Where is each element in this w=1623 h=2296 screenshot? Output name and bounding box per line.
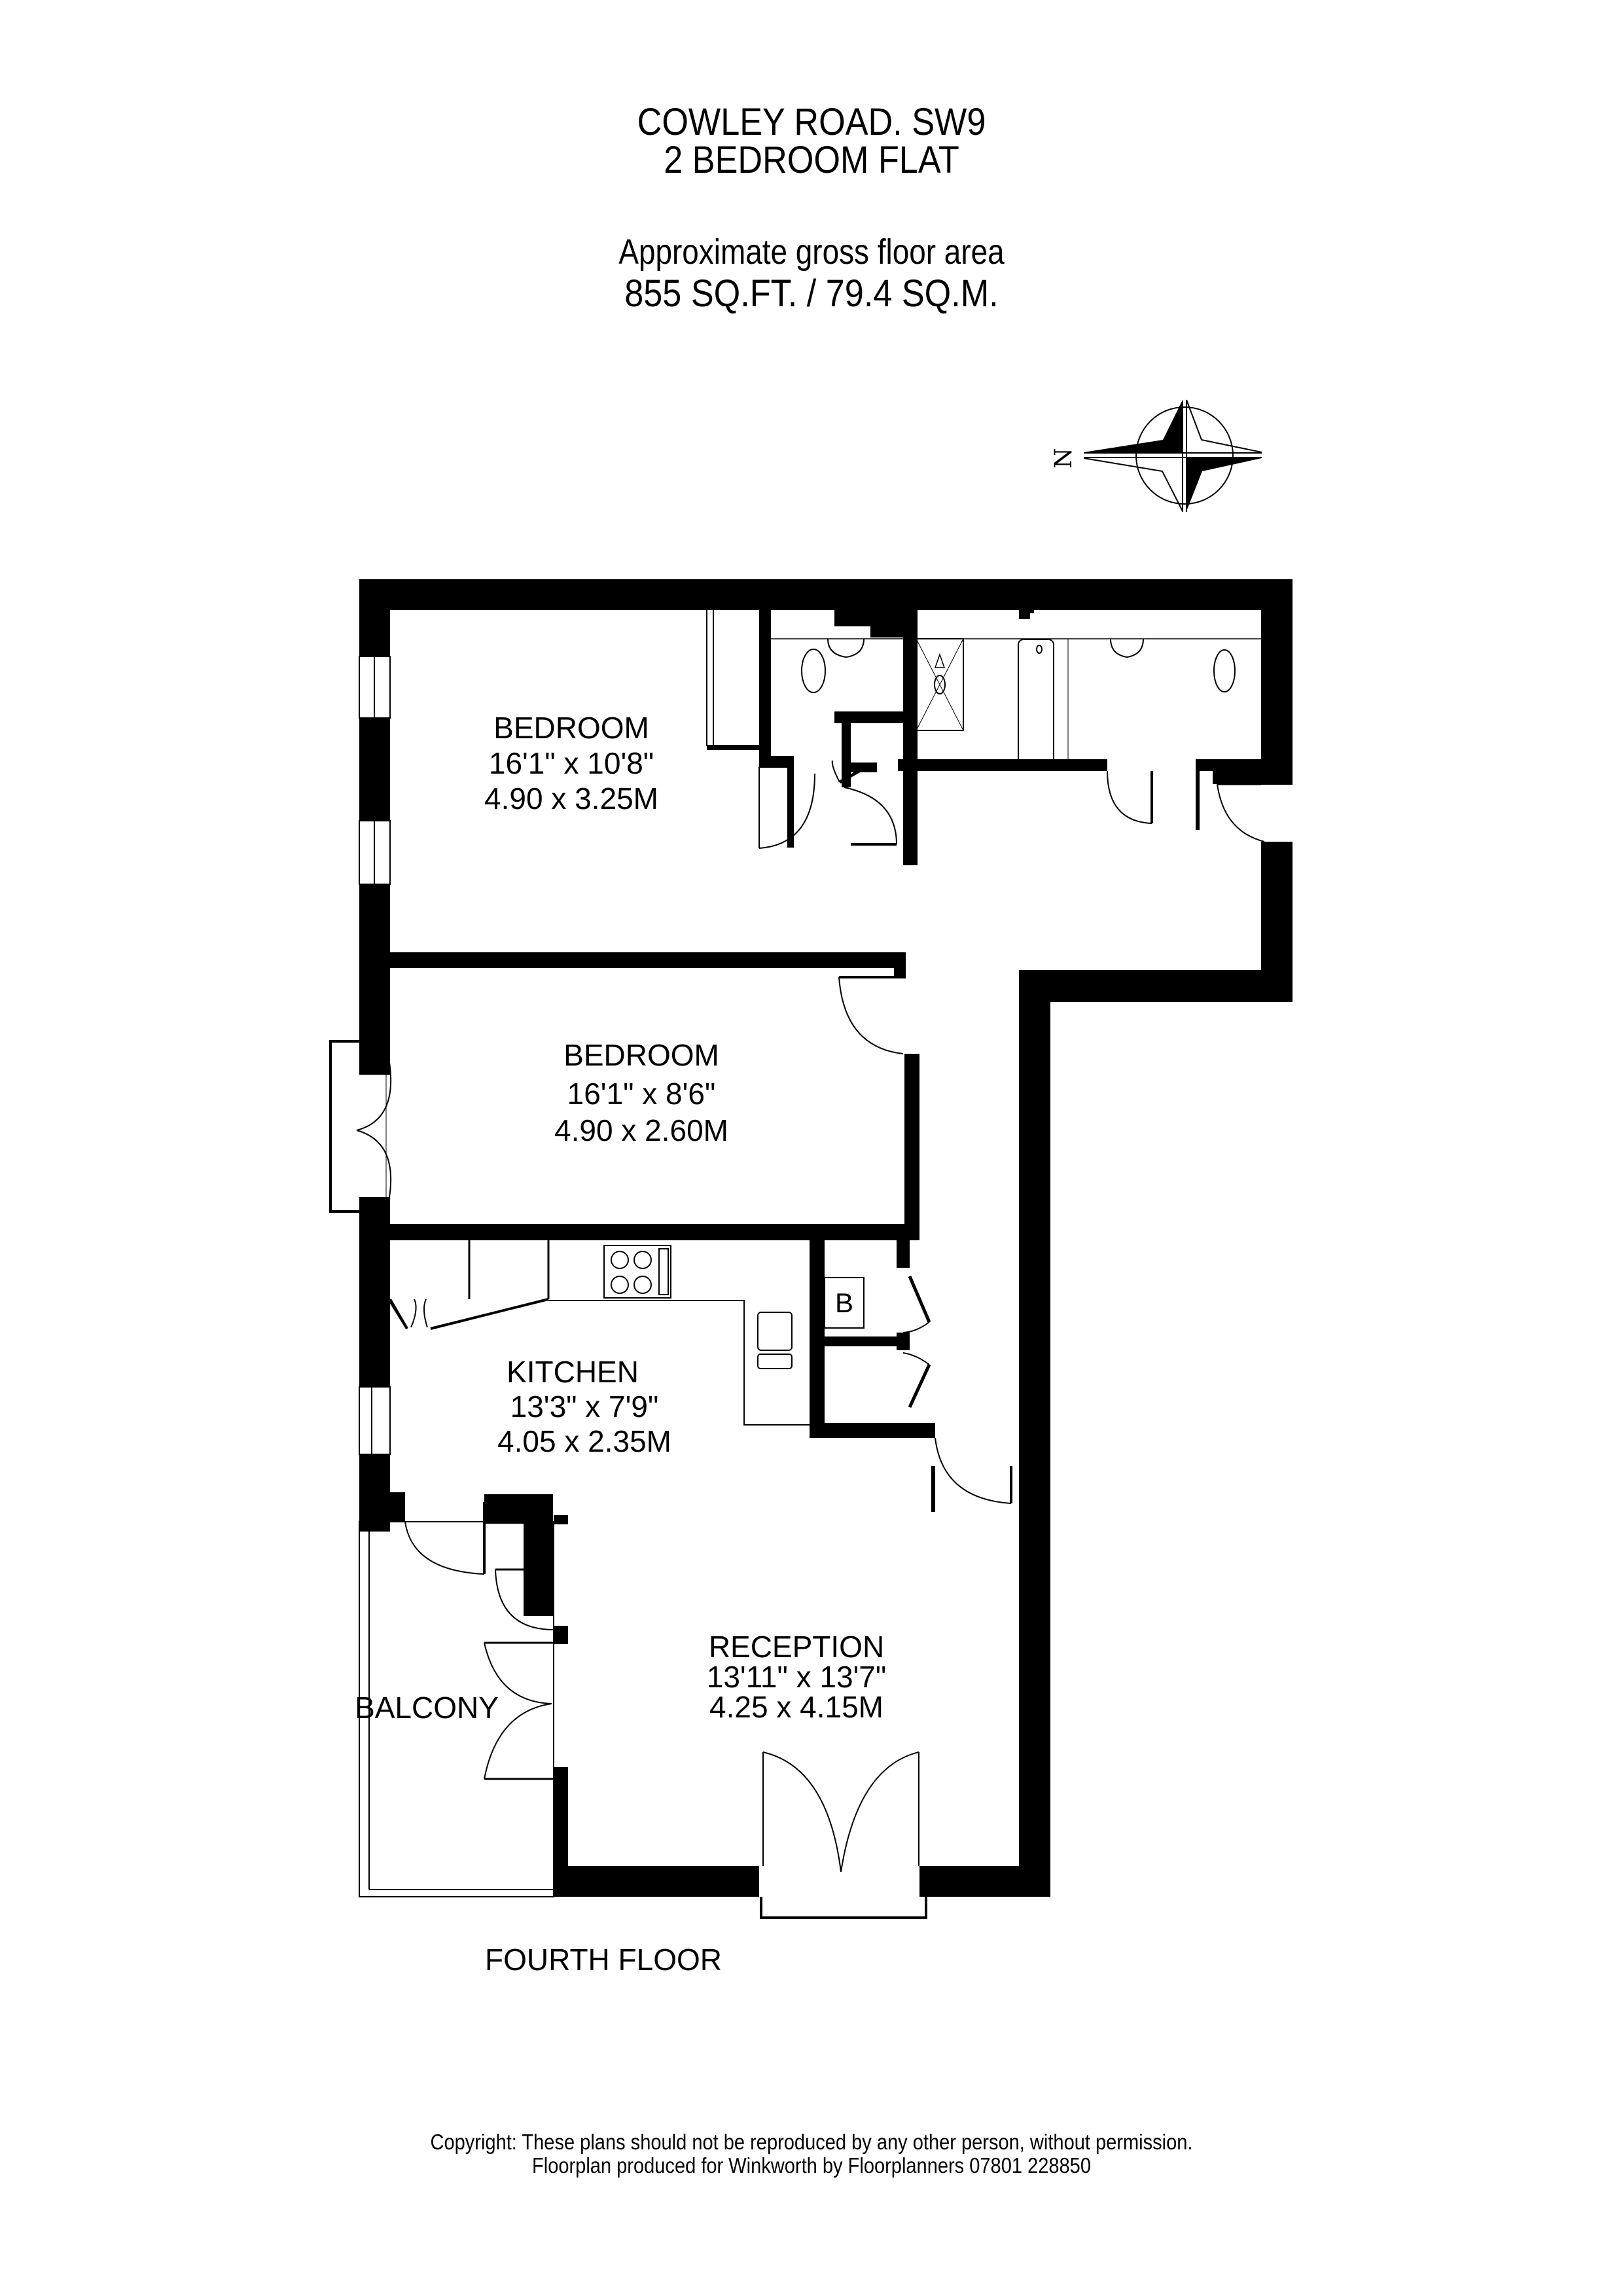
kitchen-imperial: 13'3" x 7'9" [510, 1390, 659, 1424]
bedroom1-metric: 4.90 x 3.25M [484, 781, 658, 816]
toilet-icon [801, 649, 826, 693]
property-address: COWLEY ROAD. SW9 [637, 101, 986, 143]
area-label: Approximate gross floor area [618, 232, 1005, 272]
doors [404, 760, 1265, 1919]
washbasin-icon [827, 638, 865, 658]
reception-imperial: 13'11" x 13'7" [707, 1660, 886, 1694]
boiler-label: B [835, 1287, 853, 1318]
kitchen-name: KITCHEN [507, 1355, 639, 1389]
bathtub-icon [1018, 639, 1054, 766]
bedroom1-name: BEDROOM [493, 711, 649, 745]
reception-metric: 4.25 x 4.15M [709, 1690, 883, 1724]
walls [359, 579, 1293, 1897]
kitchen-fixtures: B [389, 1240, 865, 1426]
sink-icon [757, 1312, 793, 1351]
reception-name: RECEPTION [709, 1630, 884, 1664]
copyright-notice: Copyright: These plans should not be rep… [430, 2130, 1193, 2154]
property-type: 2 BEDROOM FLAT [664, 139, 959, 181]
producer-credit: Floorplan produced for Winkworth by Floo… [532, 2153, 1091, 2178]
area-value: 855 SQ.FT. / 79.4 SQ.M. [624, 272, 999, 315]
compass-north-label: N [1050, 448, 1077, 469]
bedroom-wardrobe [706, 610, 762, 750]
boiler-box [824, 1277, 865, 1329]
compass-rose-icon: N [1050, 399, 1262, 512]
floor-label: FOURTH FLOOR [485, 1943, 722, 1977]
bedroom2-metric: 4.90 x 2.60M [554, 1113, 728, 1147]
kitchen-metric: 4.05 x 2.35M [497, 1424, 671, 1458]
wardrobe [329, 1040, 392, 1213]
balcony-name: BALCONY [355, 1691, 499, 1725]
hob-icon [603, 1245, 671, 1299]
washbasin-icon [1110, 638, 1144, 658]
room-labels: BEDROOM 16'1" x 10'8" 4.90 x 3.25M BEDRO… [355, 711, 886, 1977]
bedroom1-imperial: 16'1" x 10'8" [489, 746, 654, 780]
toilet-icon [1213, 649, 1236, 692]
balcony-outline [359, 1521, 554, 1897]
bathroom-fixtures [915, 638, 1261, 766]
bedroom2-name: BEDROOM [563, 1038, 719, 1072]
bedroom2-imperial: 16'1" x 8'6" [567, 1077, 716, 1111]
